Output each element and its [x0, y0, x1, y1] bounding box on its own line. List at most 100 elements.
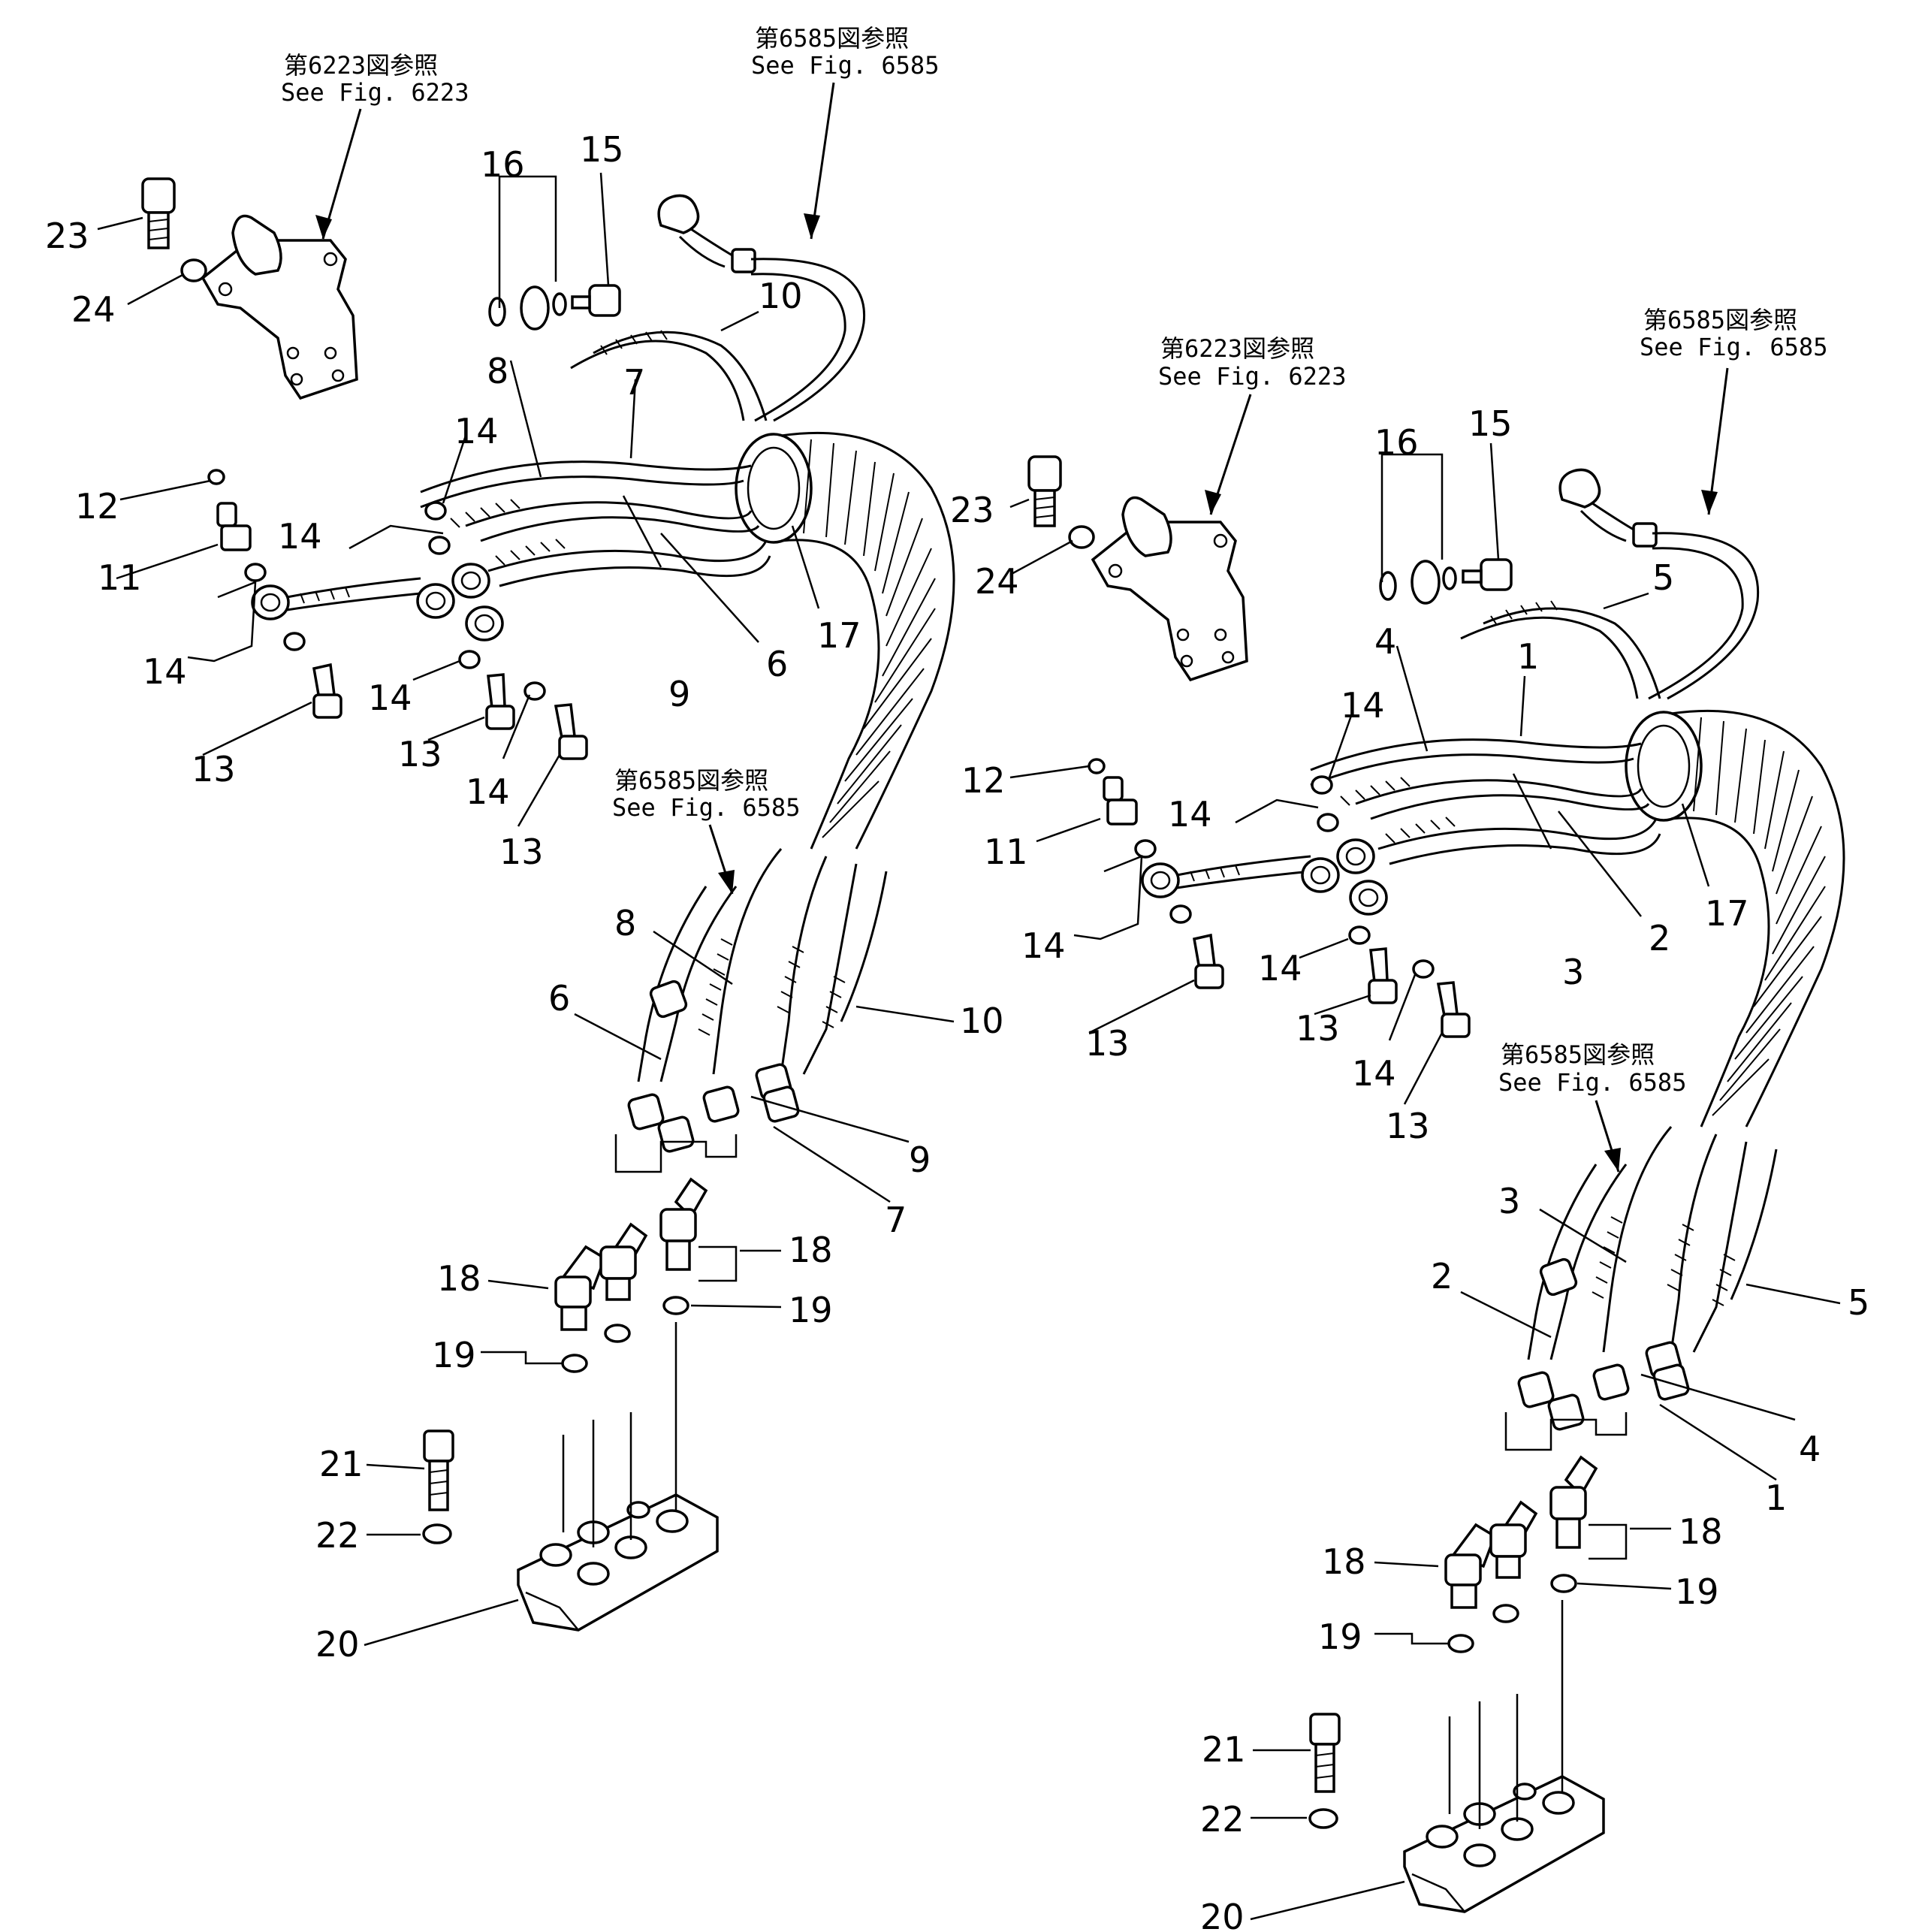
callout-9: 9 — [909, 1140, 931, 1180]
oring-14-left-c — [424, 501, 447, 521]
callout-24: 24 — [71, 289, 116, 330]
callout-6: 6 — [766, 644, 788, 684]
oring-14-left-d — [428, 536, 451, 555]
ref-en: See Fig. 6223 — [281, 78, 469, 107]
callout-23: 23 — [45, 216, 89, 256]
callout-22: 22 — [1200, 1799, 1245, 1840]
callout-5: 5 — [1848, 1282, 1869, 1323]
callout-18: 18 — [1322, 1541, 1366, 1582]
callout-12: 12 — [75, 486, 119, 527]
callout-11: 11 — [984, 832, 1028, 872]
callout-13: 13 — [1085, 1023, 1130, 1064]
callout-8: 8 — [487, 351, 508, 391]
callout-20: 20 — [1200, 1897, 1245, 1932]
bolt-21-right — [1309, 1713, 1341, 1793]
block-20-left — [517, 1322, 719, 1632]
callout-13: 13 — [1296, 1008, 1340, 1049]
callout-1: 1 — [1765, 1478, 1787, 1518]
elbow-11-right — [1103, 776, 1138, 826]
oring-14-right-f — [1412, 959, 1435, 979]
ref-jp: 第6223図参照 — [1160, 334, 1314, 363]
eye-fittings-right — [1141, 838, 1388, 916]
bolt-21-left — [423, 1429, 454, 1511]
callout-14: 14 — [1258, 948, 1302, 989]
ref-jp: 第6585図参照 — [614, 766, 768, 795]
washer-22-right — [1308, 1808, 1338, 1829]
bolts-13-left — [312, 663, 588, 760]
callout-20: 20 — [315, 1624, 360, 1665]
callout-8: 8 — [614, 903, 636, 943]
callout-14: 14 — [1021, 925, 1066, 966]
oring-19-left-a — [604, 1324, 631, 1343]
callout-15: 15 — [580, 129, 624, 170]
ref-en: See Fig. 6585 — [1640, 333, 1827, 361]
callout-1: 1 — [1517, 636, 1539, 677]
right-assembly: 第6223図参照 See Fig. 6223 第6585図参照 See Fig.… — [950, 306, 1869, 1932]
right-leaders — [1009, 442, 1841, 1921]
callout-10: 10 — [960, 1001, 1004, 1041]
callout-2: 2 — [1431, 1256, 1453, 1297]
washer-22-left — [422, 1523, 452, 1544]
callout-24: 24 — [975, 561, 1019, 602]
oring-14-left-e — [458, 650, 481, 669]
callout-22: 22 — [315, 1515, 360, 1556]
ref-jp: 第6585図参照 — [755, 24, 909, 53]
ref-en: See Fig. 6585 — [751, 51, 939, 80]
hose-bundle-right — [1310, 532, 1845, 1128]
ref-jp: 第6585図参照 — [1643, 306, 1797, 334]
ref-en: See Fig. 6585 — [612, 793, 800, 822]
callout-7: 7 — [623, 362, 645, 403]
callout-2: 2 — [1649, 918, 1670, 958]
oring-19-left-b — [561, 1354, 588, 1373]
oring-14-left-a — [244, 563, 267, 582]
bolt-23-left — [141, 177, 176, 249]
callout-9: 9 — [668, 674, 690, 714]
callout-11: 11 — [98, 557, 142, 598]
left-leaders — [97, 172, 955, 1647]
block-20-right — [1403, 1600, 1605, 1913]
bolts-13-right — [1192, 933, 1471, 1038]
left-callouts: 23 24 16 15 10 8 7 14 12 14 11 17 9 6 14… — [45, 129, 1004, 1665]
callout-14: 14 — [368, 678, 412, 718]
lower-hoses-left — [614, 848, 888, 1173]
oring-19-left-c — [662, 1296, 689, 1315]
callout-18: 18 — [789, 1230, 833, 1270]
adapters-18-right — [1444, 1455, 1628, 1609]
right-callouts: 23 24 16 15 5 4 1 14 12 14 11 17 3 2 14 … — [950, 403, 1869, 1932]
pipe-end-top-left — [657, 194, 700, 234]
callout-10: 10 — [759, 276, 803, 316]
callout-14: 14 — [454, 411, 499, 451]
callout-19: 19 — [1318, 1617, 1362, 1657]
right-ref-6223: 第6223図参照 See Fig. 6223 — [1158, 334, 1346, 515]
callout-15: 15 — [1468, 403, 1513, 444]
callout-14: 14 — [1352, 1053, 1396, 1094]
left-ref-6585-mid: 第6585図参照 See Fig. 6585 — [612, 766, 800, 895]
callout-12: 12 — [961, 760, 1006, 801]
right-ref-6585-mid: 第6585図参照 See Fig. 6585 — [1498, 1040, 1686, 1173]
ref-en: See Fig. 6223 — [1158, 362, 1346, 391]
elbow-11-left — [216, 502, 252, 551]
oring-19-right-a — [1492, 1604, 1519, 1623]
oring-19-right-c — [1550, 1574, 1577, 1593]
callout-4: 4 — [1374, 621, 1396, 662]
adapters-18-left — [554, 1177, 738, 1331]
oring-14-right-d — [1317, 813, 1339, 832]
ref-jp: 第6223図参照 — [284, 51, 438, 80]
callout-21: 21 — [1202, 1729, 1246, 1770]
ref-jp: 第6585図参照 — [1501, 1040, 1655, 1069]
callout-14: 14 — [278, 516, 322, 557]
callout-13: 13 — [1386, 1106, 1430, 1146]
left-assembly: 第6223図参照 See Fig. 6223 第6585図参照 See Fig.… — [45, 24, 1004, 1665]
callout-13: 13 — [192, 749, 236, 789]
callout-3: 3 — [1498, 1181, 1520, 1221]
callout-16: 16 — [1374, 422, 1419, 463]
oring-14-right-a — [1134, 839, 1157, 859]
callout-3: 3 — [1562, 952, 1584, 992]
callout-17: 17 — [817, 615, 861, 656]
callout-14: 14 — [143, 651, 187, 692]
oring-12-left — [207, 469, 225, 485]
eye-fittings-left — [251, 563, 504, 641]
callout-14: 14 — [1341, 685, 1385, 726]
callout-4: 4 — [1799, 1429, 1821, 1469]
callout-19: 19 — [432, 1335, 476, 1375]
